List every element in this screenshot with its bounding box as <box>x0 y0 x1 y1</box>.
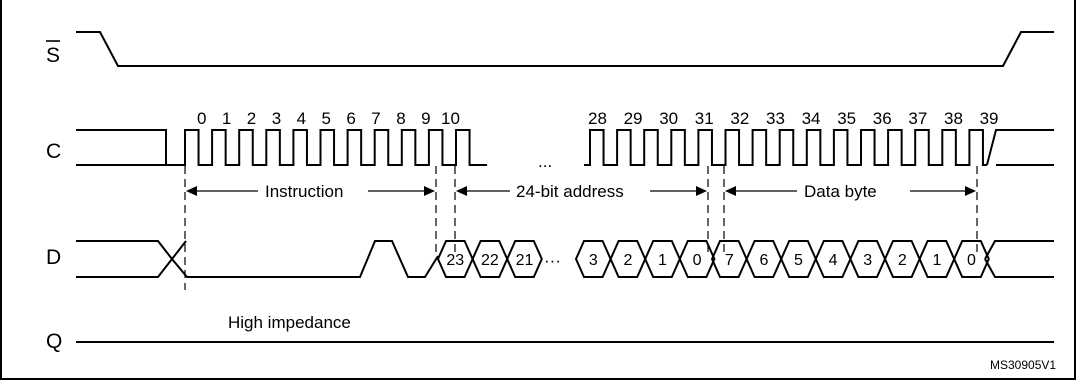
clock-number: 0 <box>197 109 206 128</box>
clock-number: 33 <box>766 109 785 128</box>
c-wave-left <box>76 129 488 166</box>
bit-label: 6 <box>759 252 768 269</box>
data-ellipsis: ··· <box>544 251 561 270</box>
bit-label: 7 <box>725 252 734 269</box>
segment-label-data: Data byte <box>804 182 877 201</box>
bit-cell: 6 <box>745 240 783 278</box>
clock-number: 28 <box>588 109 607 128</box>
clock-number: 7 <box>371 109 380 128</box>
clock-numbers-right: 28 29 30 31 32 33 34 35 36 37 38 39 <box>588 109 999 128</box>
signal-label-s: S <box>46 44 60 67</box>
bit-cell: 0 <box>678 240 716 278</box>
bit-cell: 3 <box>849 240 887 278</box>
bit-cell: 7 <box>710 240 748 278</box>
bit-label: 21 <box>516 252 534 269</box>
clock-number: 8 <box>396 109 405 128</box>
bit-cell: 4 <box>814 240 852 278</box>
clock-number: 30 <box>659 109 678 128</box>
clock-number: 36 <box>873 109 892 128</box>
signal-label-d: D <box>46 246 61 269</box>
clock-number: 39 <box>980 109 999 128</box>
c-wave-right <box>584 129 987 166</box>
clock-number: 4 <box>297 109 306 128</box>
c-wave-end <box>985 129 1054 166</box>
clock-number: 9 <box>421 109 430 128</box>
segment-label-address: 24-bit address <box>516 182 624 201</box>
bit-cell: 0 <box>953 240 990 278</box>
bit-label: 23 <box>446 252 464 269</box>
clock-number: 32 <box>730 109 749 128</box>
clock-number: 34 <box>802 109 821 128</box>
clock-number: 5 <box>322 109 331 128</box>
bit-label: 2 <box>623 252 632 269</box>
bit-label: 3 <box>863 252 872 269</box>
clock-number: 37 <box>908 109 927 128</box>
c-waveform <box>76 129 1054 166</box>
bit-label: 22 <box>481 252 499 269</box>
clock-number: 31 <box>695 109 714 128</box>
segment-label-instruction: Instruction <box>265 182 343 201</box>
clock-number: 3 <box>272 109 281 128</box>
arrow-instruction <box>186 186 435 196</box>
clock-number: 2 <box>247 109 256 128</box>
d-waveform <box>76 240 439 278</box>
bit-cell: 2 <box>609 240 647 278</box>
signal-label-c: C <box>46 140 61 163</box>
bit-label: 2 <box>898 252 907 269</box>
bit-cell: 3 <box>574 240 612 278</box>
q-state-label: High impedance <box>228 313 351 332</box>
bit-cell: 2 <box>883 240 921 278</box>
bit-cell: 22 <box>471 240 509 278</box>
s-waveform <box>76 31 1054 67</box>
clock-number: 1 <box>222 109 231 128</box>
bit-label: 1 <box>658 252 667 269</box>
clock-number: 6 <box>346 109 355 128</box>
bit-cell: 1 <box>918 240 956 278</box>
bit-label: 0 <box>967 252 976 269</box>
bit-cell: 5 <box>780 240 817 278</box>
bit-cell: 21 <box>506 240 543 278</box>
clock-ellipsis: ... <box>538 152 552 171</box>
arrow-address <box>456 186 707 196</box>
figure-id: MS30905V1 <box>990 358 1056 372</box>
bit-label: 0 <box>693 252 702 269</box>
clock-number: 35 <box>837 109 856 128</box>
bit-label: 3 <box>589 252 598 269</box>
clock-number: 29 <box>624 109 643 128</box>
bit-label: 5 <box>794 252 803 269</box>
bit-cell: 1 <box>644 240 681 278</box>
clock-number: 10 <box>441 109 460 128</box>
signal-label-q: Q <box>46 330 62 353</box>
bit-label: 1 <box>932 252 941 269</box>
d-waveform-end <box>984 240 1054 278</box>
arrow-data <box>725 186 976 196</box>
timing-markers <box>184 166 978 290</box>
clock-number: 38 <box>944 109 963 128</box>
bit-label: 4 <box>829 252 838 269</box>
